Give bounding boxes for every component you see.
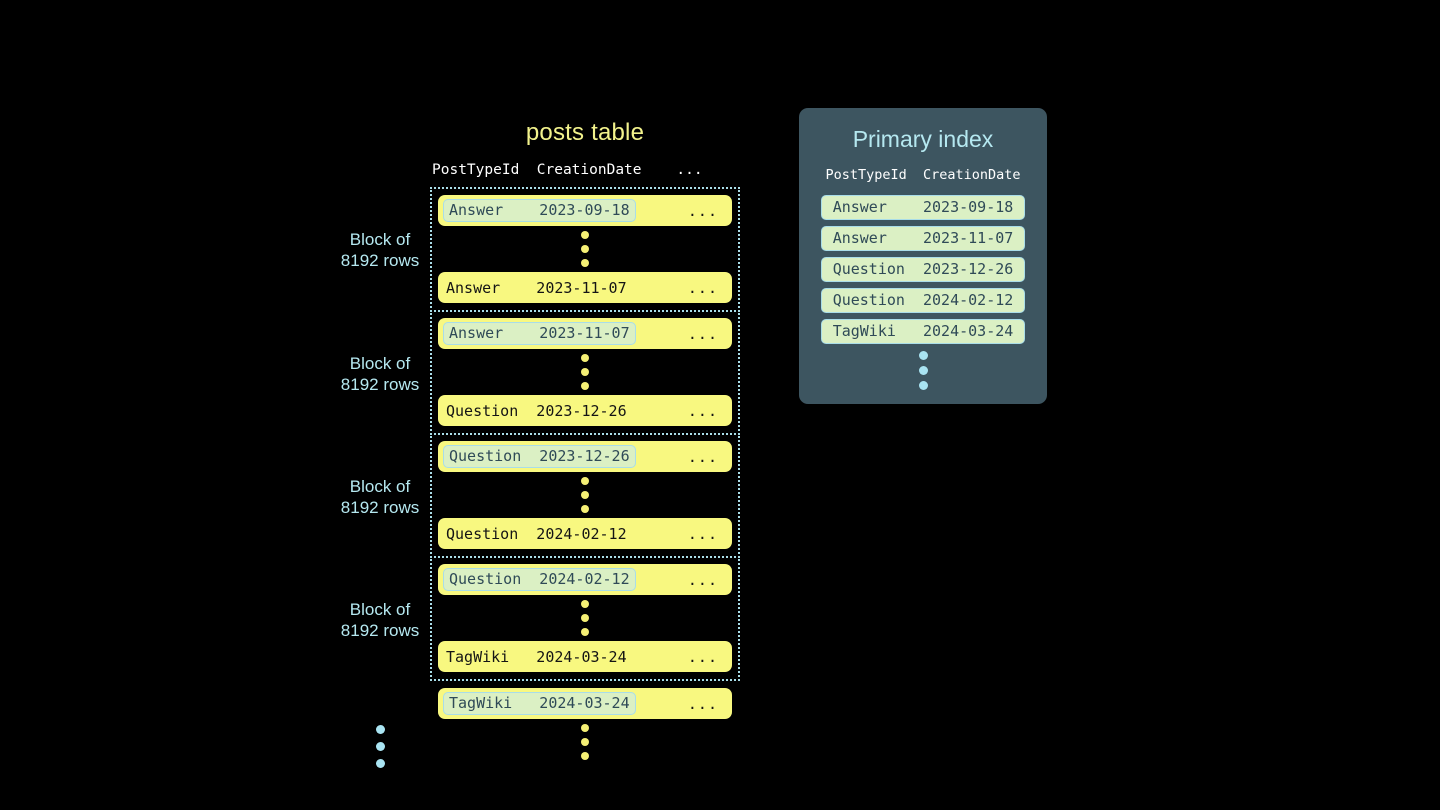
- primary-index-panel: Primary index PostTypeId CreationDate An…: [799, 108, 1047, 404]
- block-boundary: Question 2024-02-12 ... TagWiki 2024-03-…: [430, 556, 740, 681]
- row-cells: Question 2024-02-12: [443, 568, 636, 591]
- primary-index-column-headers: PostTypeId CreationDate: [825, 167, 1021, 183]
- row-cells: Question 2023-12-26: [446, 401, 627, 420]
- block-group: Block of 8192 rows Answer 2023-11-07 ...…: [330, 310, 740, 435]
- block-label: Block of 8192 rows: [340, 229, 420, 270]
- table-row: Question 2023-12-26 ...: [438, 441, 732, 472]
- index-row: Question 2024-02-12: [821, 288, 1025, 313]
- row-ellipsis: ...: [687, 647, 718, 666]
- primary-index-title: Primary index: [852, 126, 994, 152]
- row-continuation-dots: [438, 349, 732, 395]
- primary-index-rows: Answer 2023-09-18 Answer 2023-11-07 Ques…: [821, 195, 1025, 344]
- row-continuation-dots: [438, 472, 732, 518]
- block-group: Block of 8192 rows Question 2023-12-26 .…: [330, 433, 740, 558]
- posts-table-blocks: Block of 8192 rows Answer 2023-09-18 ...…: [330, 187, 740, 768]
- table-row: TagWiki 2024-03-24 ...: [438, 641, 732, 672]
- index-row: TagWiki 2024-03-24: [821, 319, 1025, 344]
- table-row: TagWiki 2024-03-24 ...: [438, 688, 732, 719]
- table-row: Answer 2023-11-07 ...: [438, 318, 732, 349]
- row-continuation-dots: [438, 595, 732, 641]
- row-ellipsis: ...: [687, 278, 718, 297]
- index-row: Question 2023-12-26: [821, 257, 1025, 282]
- index-row: Answer 2023-11-07: [821, 226, 1025, 251]
- row-ellipsis: ...: [687, 570, 718, 589]
- row-cells: Answer 2023-09-18: [443, 199, 636, 222]
- row-ellipsis: ...: [687, 201, 718, 220]
- block-boundary: Answer 2023-09-18 ... Answer 2023-11-07 …: [430, 187, 740, 312]
- block-label: Block of 8192 rows: [340, 353, 420, 394]
- posts-table-diagram: posts table PostTypeId CreationDate ... …: [330, 118, 740, 768]
- rows-continuation-container: [430, 719, 740, 768]
- index-row: Answer 2023-09-18: [821, 195, 1025, 220]
- row-cells: Question 2024-02-12: [446, 524, 627, 543]
- table-continuation-container: [330, 719, 740, 768]
- trailing-row-inner: TagWiki 2024-03-24 ...: [430, 681, 740, 719]
- block-group: Block of 8192 rows Question 2024-02-12 .…: [330, 556, 740, 681]
- block-boundary: Answer 2023-11-07 ... Question 2023-12-2…: [430, 310, 740, 435]
- table-row: Answer 2023-11-07 ...: [438, 272, 732, 303]
- posts-table-title: posts table: [525, 119, 645, 146]
- row-cells: Question 2023-12-26: [443, 445, 636, 468]
- row-cells: TagWiki 2024-03-24: [443, 692, 636, 715]
- spacer: [330, 681, 430, 719]
- posts-table-column-headers: PostTypeId CreationDate ...: [432, 162, 703, 178]
- row-continuation-dots: [438, 719, 732, 765]
- row-cells: Answer 2023-11-07: [443, 322, 636, 345]
- table-row: Question 2024-02-12 ...: [438, 518, 732, 549]
- table-row: Answer 2023-09-18 ...: [438, 195, 732, 226]
- index-continuation-dots: [821, 351, 1025, 390]
- row-ellipsis: ...: [687, 401, 718, 420]
- block-boundary: Question 2023-12-26 ... Question 2024-02…: [430, 433, 740, 558]
- row-cells: Answer 2023-11-07: [446, 278, 627, 297]
- row-continuation-dots: [438, 226, 732, 272]
- block-label: Block of 8192 rows: [340, 599, 420, 640]
- blocks-continuation-dots: [330, 719, 430, 768]
- row-cells: TagWiki 2024-03-24: [446, 647, 627, 666]
- block-label: Block of 8192 rows: [340, 476, 420, 517]
- table-row: Question 2023-12-26 ...: [438, 395, 732, 426]
- row-ellipsis: ...: [687, 447, 718, 466]
- trailing-row-container: TagWiki 2024-03-24 ...: [330, 681, 740, 719]
- row-ellipsis: ...: [687, 694, 718, 713]
- block-group: Block of 8192 rows Answer 2023-09-18 ...…: [330, 187, 740, 312]
- row-ellipsis: ...: [687, 524, 718, 543]
- table-row: Question 2024-02-12 ...: [438, 564, 732, 595]
- row-ellipsis: ...: [687, 324, 718, 343]
